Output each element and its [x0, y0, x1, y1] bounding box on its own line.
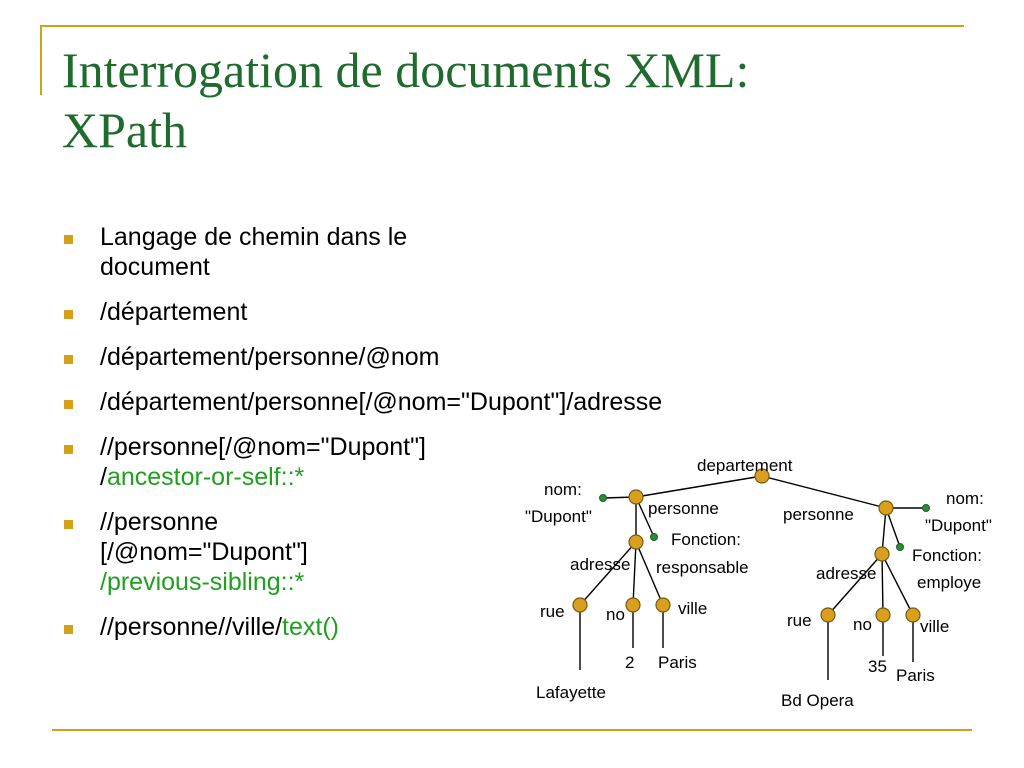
label-adresse-right: adresse — [816, 564, 876, 583]
node-ville-left — [655, 597, 671, 613]
title-line-2: XPath — [62, 102, 187, 158]
node-ville-right — [905, 607, 921, 623]
bullet-item: //personne[/@nom="Dupont"] /ancestor-or-… — [62, 432, 522, 492]
bullet-square-icon — [64, 625, 73, 634]
bullet-item: /département — [62, 297, 522, 327]
bullet-text: //personne[/@nom="Dupont"] — [100, 433, 426, 461]
edge-adresse-no-left — [632, 541, 637, 606]
bullet-item: /département/personne/@nom — [62, 342, 522, 372]
label-attr-fonction-left-2: responsable — [656, 558, 749, 577]
label-no-value-left: 2 — [625, 653, 634, 672]
bullet-item: Langage de chemin dans le document — [62, 222, 522, 282]
label-rue-value-left: Lafayette — [536, 683, 606, 702]
label-ville-right: ville — [920, 617, 949, 636]
edge-adresse-rue-right — [827, 553, 883, 616]
label-ville-left: ville — [678, 599, 707, 618]
frame-top-line — [40, 25, 964, 27]
label-no-left: no — [606, 605, 625, 624]
attr-node-nom-right — [922, 504, 930, 512]
label-attr-nom-right-2: "Dupont" — [925, 516, 992, 535]
node-adresse-right — [874, 546, 890, 562]
bullet-text: /département/personne/@nom — [100, 343, 440, 371]
edge-root-personne-right — [761, 475, 887, 509]
bullet-text-prefix: / — [100, 463, 107, 491]
edge-adresse-ville-right — [881, 553, 914, 616]
bullet-item: /département/personne[/@nom="Dupont"]/ad… — [62, 387, 662, 417]
bullet-text: //personne//ville/ — [100, 613, 283, 641]
xpath-function-text: text() — [282, 613, 339, 641]
label-personne-right: personne — [783, 505, 854, 524]
label-attr-fonction-right-1: Fonction: — [912, 546, 982, 565]
bullet-square-icon — [64, 445, 73, 454]
label-attr-nom-left-2: "Dupont" — [525, 507, 592, 526]
bullet-text-line2: [/@nom="Dupont"] — [100, 538, 308, 566]
label-ville-value-right: Paris — [896, 666, 935, 685]
label-departement: departement — [697, 456, 793, 475]
bullet-text: //personne — [100, 508, 219, 536]
node-no-right — [875, 607, 891, 623]
bullet-square-icon — [64, 520, 73, 529]
frame-left-line — [40, 25, 42, 95]
title-line-1: Interrogation de documents XML: — [62, 42, 750, 98]
bullet-text: /département — [100, 298, 248, 326]
bullet-text: Langage de chemin dans le document — [100, 223, 408, 281]
edge-root-personne-left — [635, 475, 763, 498]
bullet-square-icon — [64, 400, 73, 409]
slide-title: Interrogation de documents XML: XPath — [62, 40, 962, 160]
bullet-square-icon — [64, 355, 73, 364]
label-rue-left: rue — [540, 602, 565, 621]
label-adresse-left: adresse — [570, 555, 630, 574]
node-no-left — [625, 597, 641, 613]
label-no-right: no — [853, 615, 872, 634]
node-rue-left — [572, 597, 588, 613]
attr-node-fonction-right — [896, 543, 904, 551]
bullet-item: //personne [/@nom="Dupont"] /previous-si… — [62, 507, 522, 597]
label-attr-nom-left-1: nom: — [544, 480, 582, 499]
bullet-square-icon — [64, 235, 73, 244]
bullet-text: /département/personne[/@nom="Dupont"]/ad… — [100, 388, 663, 416]
bullet-list: Langage de chemin dans le document /dépa… — [62, 222, 662, 657]
label-rue-value-right: Bd Opera — [781, 691, 854, 710]
label-personne-left: personne — [648, 499, 719, 518]
node-rue-right — [820, 607, 836, 623]
attr-node-fonction-left — [650, 533, 658, 541]
frame-bottom-line — [52, 729, 972, 731]
bullet-item: //personne//ville/text() — [62, 612, 522, 642]
edge-personne-adresse-right — [881, 507, 887, 555]
label-rue-right: rue — [787, 611, 812, 630]
edge-adresse-rue-left — [579, 541, 637, 606]
label-attr-nom-right-1: nom: — [946, 489, 984, 508]
label-no-value-right: 35 — [868, 657, 887, 676]
xpath-axis-text: ancestor-or-self::* — [106, 463, 305, 491]
edge-adresse-no-right — [881, 553, 884, 616]
xpath-axis-text: /previous-sibling::* — [100, 568, 305, 596]
node-personne-left — [628, 489, 644, 505]
bullet-square-icon — [64, 310, 73, 319]
label-ville-value-left: Paris — [658, 653, 697, 672]
edge-adresse-ville-left — [635, 541, 664, 606]
label-attr-fonction-right-2: employe — [917, 573, 981, 592]
attr-node-nom-left — [599, 494, 607, 502]
label-attr-fonction-left-1: Fonction: — [671, 530, 741, 549]
node-personne-right — [878, 500, 894, 516]
node-adresse-left — [628, 534, 644, 550]
node-departement — [754, 468, 770, 484]
